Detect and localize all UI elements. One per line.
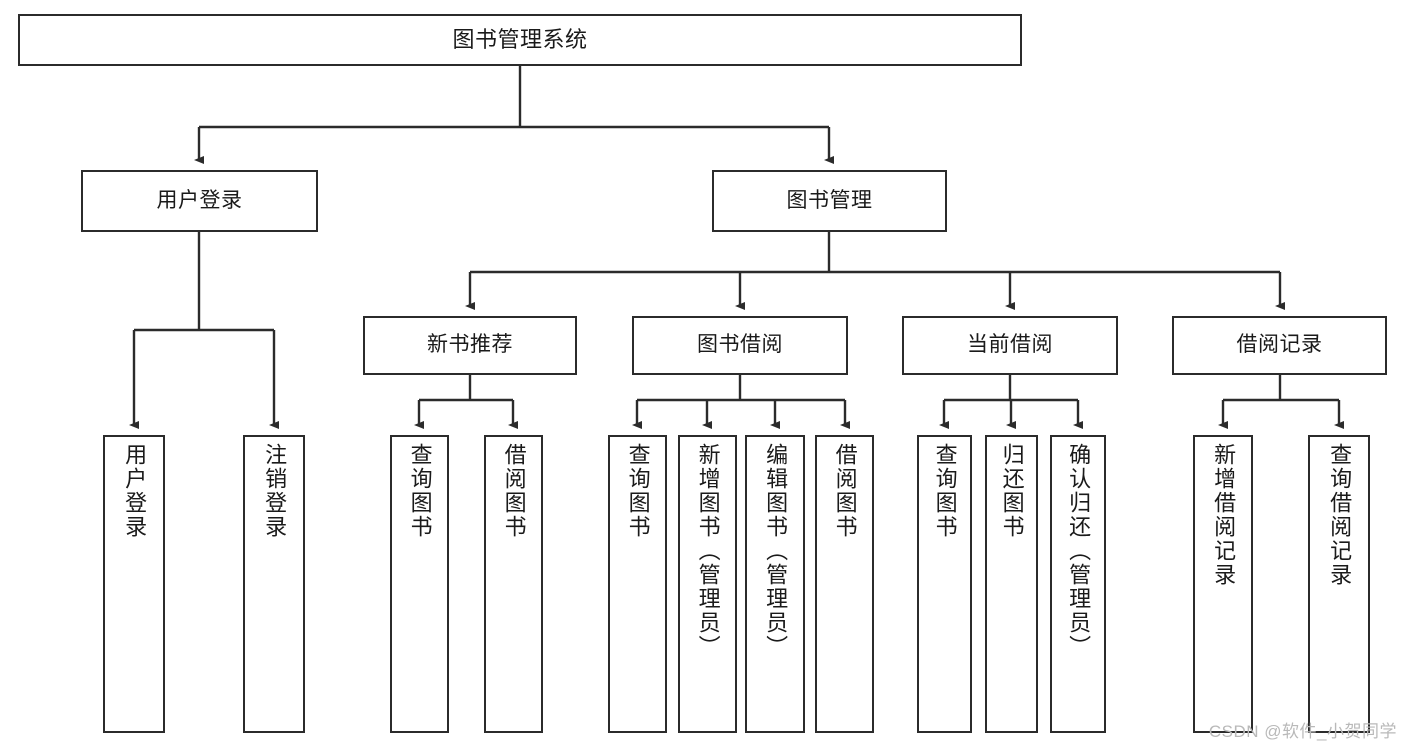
leaf-return-book[interactable]: 归还图书 — [985, 435, 1038, 733]
node-user-login[interactable]: 用户登录 — [81, 170, 318, 232]
leaf-borrow-book-recommend[interactable]: 借阅图书 — [484, 435, 543, 733]
node-label: 借阅图书 — [832, 443, 858, 539]
node-label: 确认归还（管理员） — [1066, 443, 1092, 659]
node-label: 归还图书 — [999, 443, 1025, 539]
node-label: 查询图书 — [625, 443, 651, 539]
leaf-edit-book-admin[interactable]: 编辑图书（管理员） — [745, 435, 805, 733]
leaf-query-book-borrow[interactable]: 查询图书 — [608, 435, 667, 733]
leaf-query-book-recommend[interactable]: 查询图书 — [390, 435, 449, 733]
leaf-query-book-current[interactable]: 查询图书 — [917, 435, 972, 733]
leaf-query-borrow-record[interactable]: 查询借阅记录 — [1308, 435, 1370, 733]
node-current-borrow[interactable]: 当前借阅 — [902, 316, 1118, 375]
node-label: 用户登录 — [156, 188, 243, 212]
node-borrow-records[interactable]: 借阅记录 — [1172, 316, 1387, 375]
leaf-add-borrow-record[interactable]: 新增借阅记录 — [1193, 435, 1253, 733]
node-book-management[interactable]: 图书管理 — [712, 170, 947, 232]
node-label: 图书管理 — [786, 188, 873, 212]
node-label: 用户登录 — [122, 443, 148, 539]
node-label: 注销登录 — [262, 443, 288, 539]
leaf-logout[interactable]: 注销登录 — [243, 435, 305, 733]
node-new-book-recommend[interactable]: 新书推荐 — [363, 316, 577, 375]
node-label: 借阅图书 — [501, 443, 527, 539]
node-label: 图书借阅 — [697, 333, 783, 357]
leaf-add-book-admin[interactable]: 新增图书（管理员） — [678, 435, 737, 733]
node-label: 查询图书 — [407, 443, 433, 539]
node-label: 借阅记录 — [1236, 333, 1323, 357]
leaf-user-login[interactable]: 用户登录 — [103, 435, 165, 733]
node-label: 编辑图书（管理员） — [763, 443, 789, 659]
node-label: 当前借阅 — [967, 333, 1053, 357]
node-book-borrow[interactable]: 图书借阅 — [632, 316, 848, 375]
node-root-system[interactable]: 图书管理系统 — [18, 14, 1022, 66]
node-label: 新增图书（管理员） — [695, 443, 721, 659]
node-label: 查询图书 — [932, 443, 958, 539]
node-label: 新增借阅记录 — [1211, 443, 1237, 587]
leaf-borrow-book[interactable]: 借阅图书 — [815, 435, 874, 733]
node-label: 图书管理系统 — [452, 27, 588, 53]
leaf-confirm-return-admin[interactable]: 确认归还（管理员） — [1050, 435, 1106, 733]
node-label: 查询借阅记录 — [1327, 443, 1353, 587]
node-label: 新书推荐 — [427, 333, 513, 357]
